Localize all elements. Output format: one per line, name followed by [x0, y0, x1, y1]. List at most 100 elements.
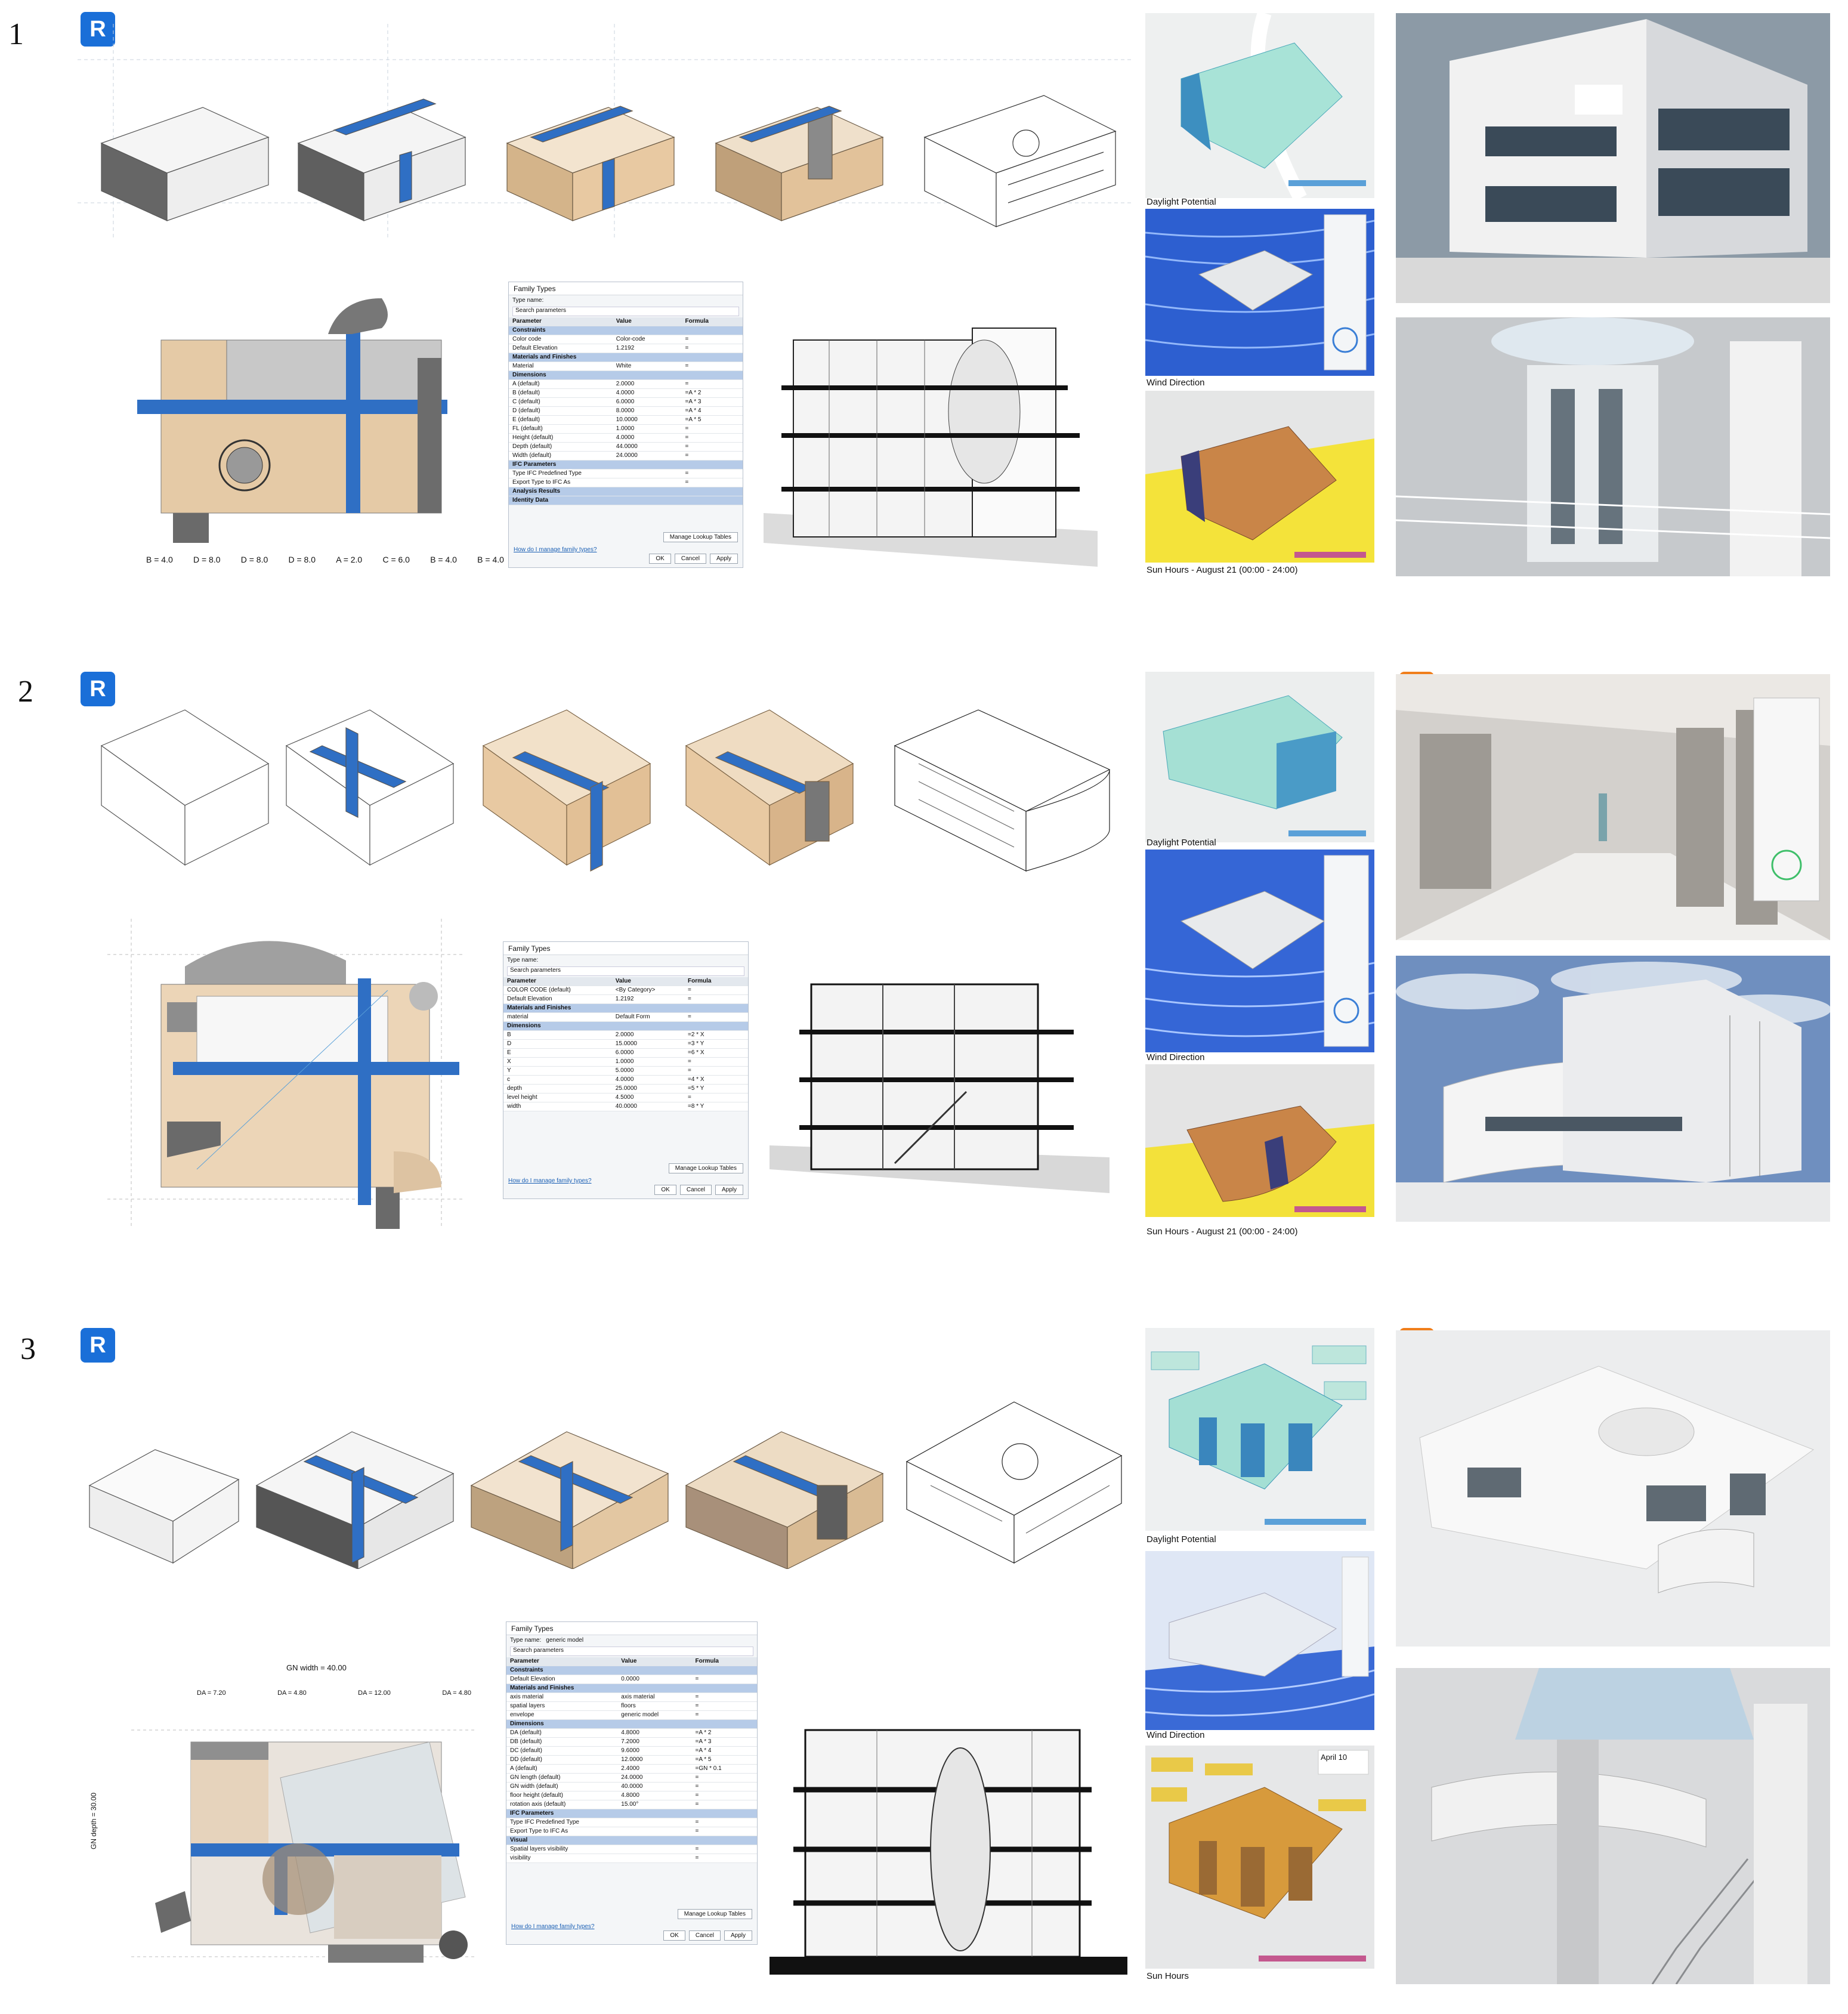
value-cell[interactable]: [621, 1845, 695, 1854]
manage-lookup-tables-button[interactable]: Manage Lookup Tables: [668, 1163, 743, 1173]
value-cell[interactable]: <By Category>: [615, 987, 656, 993]
value-cell[interactable]: 4.0000: [616, 434, 635, 441]
ok-button[interactable]: OK: [663, 1930, 685, 1941]
cancel-button[interactable]: Cancel: [674, 554, 706, 564]
value-cell[interactable]: 25.0000: [615, 1085, 637, 1092]
value-cell[interactable]: 0.0000: [621, 1676, 639, 1682]
table-row[interactable]: Type IFC Predefined Type=: [506, 1818, 757, 1827]
value-cell[interactable]: 9.6000: [621, 1747, 639, 1754]
table-row[interactable]: DC (default)9.6000=A * 4: [506, 1747, 757, 1756]
table-row[interactable]: E (default)10.0000=A * 5: [509, 416, 743, 425]
table-row[interactable]: Width (default)24.0000=: [509, 452, 743, 461]
table-section-header[interactable]: Dimensions: [506, 1720, 757, 1729]
value-cell[interactable]: [616, 469, 685, 478]
help-link[interactable]: How do I manage family types?: [514, 546, 597, 553]
value-cell[interactable]: [621, 1684, 695, 1692]
table-section-header[interactable]: Constraints: [509, 326, 743, 335]
value-cell[interactable]: 4.8000: [621, 1792, 639, 1799]
ok-button[interactable]: OK: [649, 554, 671, 564]
value-cell[interactable]: 6.0000: [616, 399, 635, 405]
value-cell[interactable]: [621, 1836, 695, 1845]
value-cell[interactable]: 10.0000: [616, 416, 638, 423]
search-input[interactable]: Search parameters: [510, 1647, 753, 1656]
value-cell[interactable]: 1.2192: [616, 345, 635, 351]
table-section-header[interactable]: Materials and Finishes: [506, 1684, 757, 1693]
value-cell[interactable]: [616, 326, 685, 335]
value-cell[interactable]: generic model: [621, 1712, 659, 1718]
value-cell[interactable]: 1.0000: [616, 425, 635, 432]
cancel-button[interactable]: Cancel: [688, 1930, 721, 1941]
value-cell[interactable]: 7.2000: [621, 1738, 639, 1745]
value-cell[interactable]: 40.0000: [615, 1103, 637, 1110]
value-cell[interactable]: [616, 478, 685, 487]
value-cell[interactable]: 6.0000: [615, 1049, 634, 1056]
table-section-header[interactable]: Visual: [506, 1836, 757, 1845]
value-cell[interactable]: floors: [621, 1703, 636, 1709]
table-section-header[interactable]: Materials and Finishes: [509, 353, 743, 362]
value-cell[interactable]: 1.0000: [615, 1058, 634, 1065]
value-cell[interactable]: 4.5000: [615, 1094, 634, 1101]
value-cell[interactable]: [616, 461, 685, 469]
table-row[interactable]: Height (default)4.0000=: [509, 434, 743, 443]
table-row[interactable]: floor height (default)4.8000=: [506, 1791, 757, 1800]
value-cell[interactable]: 24.0000: [621, 1774, 643, 1781]
value-cell[interactable]: 12.0000: [621, 1756, 643, 1763]
value-cell[interactable]: 44.0000: [616, 443, 638, 450]
value-cell[interactable]: 1.2192: [615, 996, 634, 1002]
table-row[interactable]: DB (default)7.2000=A * 3: [506, 1738, 757, 1747]
value-cell[interactable]: [616, 496, 685, 505]
value-cell[interactable]: [621, 1809, 695, 1818]
table-section-header[interactable]: Analysis Results: [509, 487, 743, 496]
value-cell[interactable]: 4.8000: [621, 1729, 639, 1736]
table-section-header[interactable]: Dimensions: [509, 371, 743, 380]
value-cell[interactable]: [616, 371, 685, 379]
apply-button[interactable]: Apply: [715, 1185, 743, 1195]
table-row[interactable]: Export Type to IFC As=: [509, 478, 743, 487]
value-cell[interactable]: [616, 487, 685, 496]
value-cell[interactable]: 4.0000: [615, 1076, 634, 1083]
search-input[interactable]: Search parameters: [507, 966, 744, 976]
value-cell[interactable]: 40.0000: [621, 1783, 643, 1790]
table-row[interactable]: Type IFC Predefined Type=: [509, 469, 743, 478]
table-row[interactable]: B (default)4.0000=A * 2: [509, 389, 743, 398]
value-cell[interactable]: [621, 1827, 695, 1836]
table-row[interactable]: DA (default)4.8000=A * 2: [506, 1729, 757, 1738]
table-row[interactable]: COLOR CODE (default)<By Category>=: [503, 986, 748, 995]
table-section-header[interactable]: IFC Parameters: [509, 461, 743, 469]
value-cell[interactable]: 15.0000: [615, 1040, 637, 1047]
value-cell[interactable]: Color-code: [616, 336, 645, 342]
manage-lookup-tables-button[interactable]: Manage Lookup Tables: [677, 1909, 752, 1919]
value-cell[interactable]: 8.0000: [616, 407, 635, 414]
table-row[interactable]: C (default)6.0000=A * 3: [509, 398, 743, 407]
help-link[interactable]: How do I manage family types?: [511, 1923, 595, 1930]
value-cell[interactable]: [621, 1666, 695, 1675]
table-section-header[interactable]: Constraints: [506, 1666, 757, 1675]
table-row[interactable]: A (default)2.4000=GN * 0.1: [506, 1765, 757, 1774]
value-cell[interactable]: 2.0000: [616, 381, 635, 387]
value-cell[interactable]: 2.4000: [621, 1765, 639, 1772]
table-section-header[interactable]: Dimensions: [503, 1022, 748, 1031]
value-cell[interactable]: [621, 1818, 695, 1827]
value-cell[interactable]: 4.0000: [616, 390, 635, 396]
value-cell[interactable]: [616, 1004, 688, 1012]
search-input[interactable]: Search parameters: [512, 307, 739, 316]
value-cell[interactable]: 24.0000: [616, 452, 638, 459]
table-section-header[interactable]: Identity Data: [509, 496, 743, 505]
table-row[interactable]: GN length (default)24.0000=: [506, 1774, 757, 1783]
table-row[interactable]: Spatial layers visibility=: [506, 1845, 757, 1854]
